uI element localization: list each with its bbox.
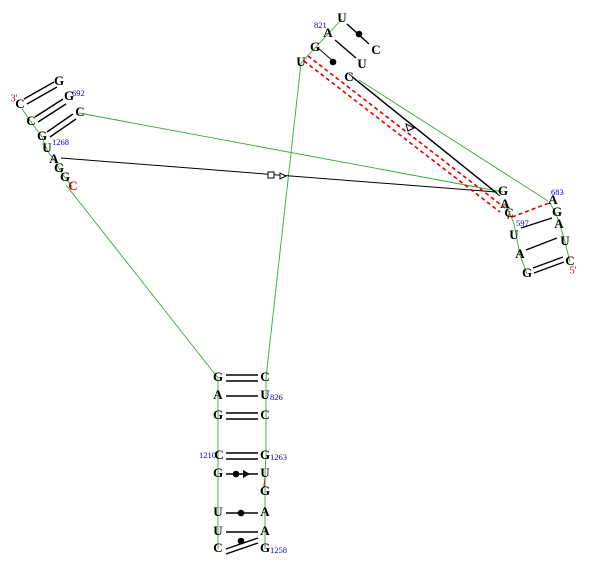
nucleotide: C <box>260 369 269 384</box>
backbone-link <box>265 62 302 379</box>
nucleotide: A <box>260 523 270 538</box>
nucleotide: G <box>54 73 64 88</box>
five-prime-end-label: 5' <box>570 265 577 276</box>
nucleotide: A <box>49 151 59 166</box>
nucleotide: G <box>522 265 532 280</box>
backbone-segment <box>300 18 343 64</box>
nucleotide: C <box>26 113 35 128</box>
nucleotide: A <box>500 196 510 211</box>
nucleotide: G <box>213 407 223 422</box>
backbone-link <box>358 79 549 202</box>
nucleotide: A <box>323 25 333 40</box>
nucleotide: A <box>213 387 223 402</box>
base-pair-line <box>49 118 77 138</box>
nucleotide: U <box>560 233 570 248</box>
nucleotide: G <box>310 39 320 54</box>
base-pair-line <box>533 261 565 274</box>
nucleotide: U <box>260 465 270 480</box>
residue-number: 1210 <box>199 450 216 460</box>
nucleotide: G <box>213 465 223 480</box>
base-pair-line <box>532 256 564 269</box>
base-pair-line <box>37 103 67 123</box>
nucleotide: U <box>260 387 270 402</box>
triangle-symbol-icon <box>405 123 416 132</box>
base-pair-line <box>34 98 64 118</box>
nucleotide: C <box>565 253 574 268</box>
tertiary-interaction-line <box>351 76 501 197</box>
noncanonical-interaction-line <box>511 202 550 218</box>
backbone-segment <box>264 378 267 549</box>
residue-number: 1263 <box>270 452 287 462</box>
noncanonical-interaction-line <box>507 210 511 220</box>
nucleotide: C <box>504 205 513 220</box>
base-pair-line <box>46 113 74 133</box>
tertiary-interaction-line <box>60 157 497 193</box>
nucleotide: U <box>357 56 367 71</box>
nucleotide: A <box>548 192 558 207</box>
nucleotide: U <box>296 54 306 69</box>
dot-symbol-icon <box>232 470 240 478</box>
nucleotide: C <box>68 178 77 193</box>
nucleotide: A <box>260 504 270 519</box>
base-pair-line <box>520 217 553 229</box>
backbone-link <box>65 184 219 379</box>
nucleotide: C <box>15 96 24 111</box>
dot-symbol-icon <box>329 58 337 66</box>
nucleotide: C <box>260 407 269 422</box>
dot-symbol-icon <box>237 537 245 545</box>
residue-number: 683 <box>551 187 564 197</box>
nucleotide: G <box>260 540 270 555</box>
residue-number: 597 <box>516 218 529 228</box>
nucleotide: U <box>42 140 52 155</box>
base-pair-line <box>334 39 357 59</box>
nucleotide: A <box>554 216 564 231</box>
nucleotide: G <box>64 88 74 103</box>
nucleotide: U <box>213 523 223 538</box>
nucleotide: C <box>214 447 223 462</box>
dot-symbol-icon <box>355 30 363 38</box>
nucleotide: C <box>344 69 353 84</box>
dot-symbol-icon <box>237 509 245 517</box>
nucleotide: G <box>260 483 270 498</box>
backbone-segment <box>21 108 73 188</box>
triangle-symbol-icon <box>279 172 288 180</box>
nucleotide: C <box>213 540 222 555</box>
square-symbol-icon <box>267 171 275 179</box>
nucleotide: G <box>498 183 508 198</box>
nucleotide: C <box>371 42 380 57</box>
nucleotide: G <box>37 128 47 143</box>
nucleotide: G <box>260 447 270 462</box>
nucleotide: A <box>515 246 525 261</box>
backbone-segment <box>548 200 571 263</box>
nucleotide: G <box>60 169 70 184</box>
residue-number: 826 <box>270 392 283 402</box>
base-pair-line <box>225 542 259 555</box>
base-pair-line <box>23 81 55 100</box>
base-pair-line <box>26 86 58 105</box>
backbone-segment <box>504 204 528 275</box>
nucleotide: G <box>54 160 64 175</box>
noncanonical-interaction-line <box>303 60 501 213</box>
base-pair-line <box>525 237 558 251</box>
nucleotide: C <box>75 104 84 119</box>
residue-number: 692 <box>72 88 85 98</box>
nucleotide: U <box>337 10 347 25</box>
nucleotide: G <box>552 204 562 219</box>
nucleotide: G <box>213 369 223 384</box>
nucleotide: U <box>509 227 519 242</box>
nucleotide: U <box>213 504 223 519</box>
triangle-symbol-icon <box>243 470 250 478</box>
three-prime-end-label: 3' <box>11 93 18 104</box>
residue-number: 1258 <box>270 545 287 555</box>
residue-number: 821 <box>314 20 327 30</box>
residue-number: 1268 <box>52 137 69 147</box>
